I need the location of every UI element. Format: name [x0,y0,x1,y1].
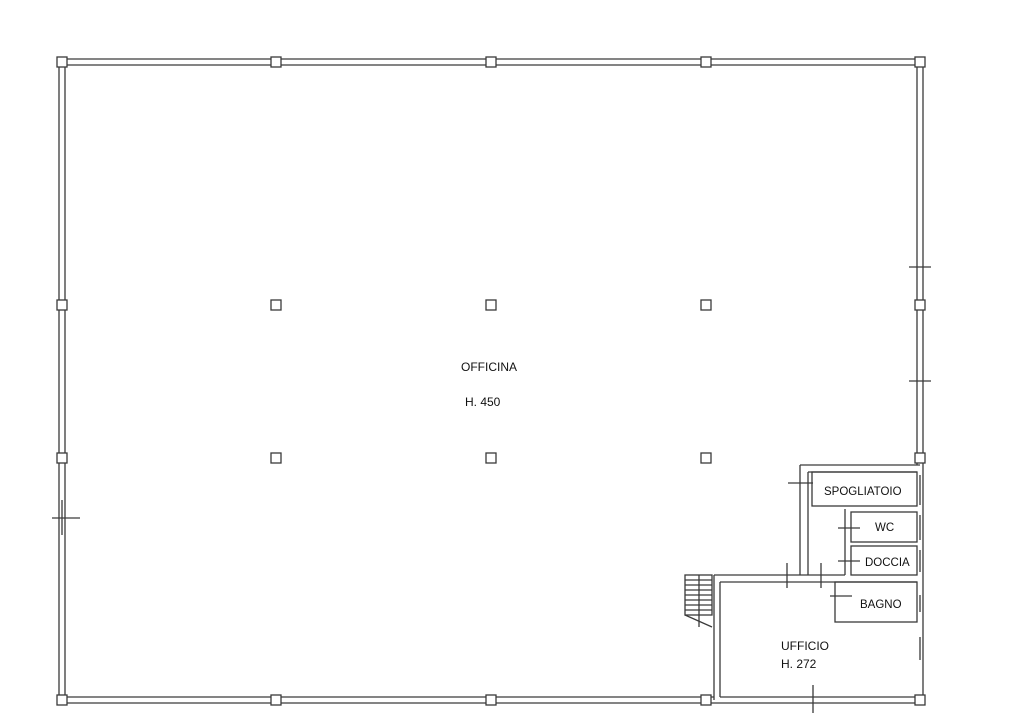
room-label-bagno: BAGNO [860,599,902,611]
room-height-ufficio: H. 272 [781,657,817,671]
room-label-spogliatoio: SPOGLIATOIO [824,486,902,498]
outer-walls [52,58,931,704]
room-label-wc: WC [875,522,894,534]
room-label-officina: OFFICINA [461,360,517,374]
stairs [684,574,713,628]
service-block-walls [713,464,921,713]
room-label-ufficio: UFFICIO [781,639,829,653]
columns [56,56,926,706]
room-label-doccia: DOCCIA [865,557,910,569]
room-height-officina: H. 450 [465,395,501,409]
